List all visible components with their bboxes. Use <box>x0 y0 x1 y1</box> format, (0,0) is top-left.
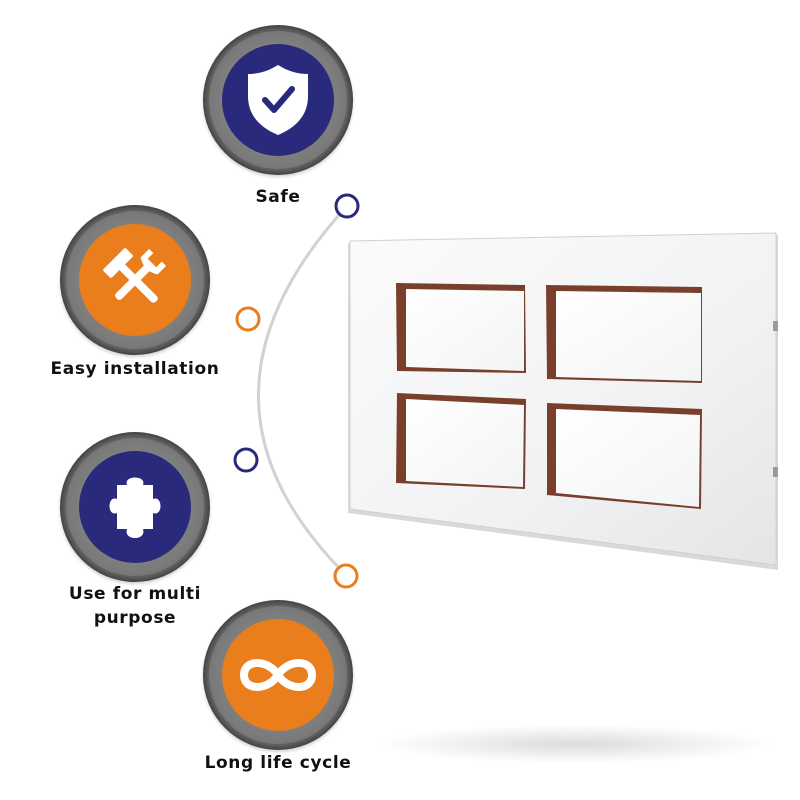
feature-label-line-1: Use for multi <box>68 584 202 604</box>
connector-node-installation <box>235 306 261 332</box>
product-switch-plate <box>330 225 790 579</box>
badge-disc <box>222 619 334 731</box>
infinity-icon <box>236 653 320 697</box>
feature-label-multi-purpose: Use for multi purpose <box>40 582 230 630</box>
connector-node-life-cycle <box>333 563 359 589</box>
connector-node-safe <box>334 193 360 219</box>
feature-easy-installation <box>60 205 210 355</box>
feature-label-line-2: purpose <box>93 608 177 628</box>
product-shadow <box>380 725 770 763</box>
feature-safe <box>203 25 353 175</box>
connector-node-multi-purpose <box>233 447 259 473</box>
feature-label-long-life-cycle: Long life cycle <box>204 753 352 773</box>
feature-long-life-cycle <box>203 600 353 750</box>
badge-disc <box>79 451 191 563</box>
feature-label-easy-installation: Easy installation <box>50 359 220 379</box>
badge-disc <box>79 224 191 336</box>
badge-disc <box>222 44 334 156</box>
tools-icon <box>97 242 173 318</box>
feature-multi-purpose <box>60 432 210 582</box>
shield-check-icon <box>243 62 313 138</box>
feature-label-safe: Safe <box>255 187 301 207</box>
puzzle-piece-icon <box>103 471 167 543</box>
